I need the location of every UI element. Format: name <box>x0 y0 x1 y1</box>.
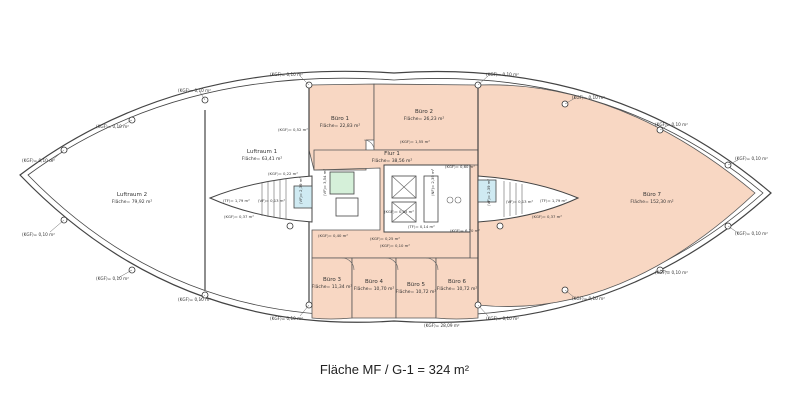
buero5-zone <box>395 257 437 319</box>
kgf-tag: (KGF)= 0,10 m² <box>96 124 129 129</box>
kgf-tag: (KGF)= 0,10 m² <box>735 231 768 236</box>
interior-tag: (KGF)= 0,37 m² <box>224 214 254 219</box>
room-area-buero2: Fläche= 26,23 m² <box>404 116 445 122</box>
interior-tag: (KGF)= 0,10 m² <box>380 243 410 248</box>
kgf-tag: (KGF)= 0,10 m² <box>270 316 303 321</box>
small-core-room <box>335 197 359 217</box>
interior-tag: (VF)= 0,13 m² <box>258 198 285 203</box>
room-area-buero4: Fläche= 10,70 m² <box>354 286 395 292</box>
room-name-luftraum2: Luftraum 2 <box>117 192 147 198</box>
kgf-tag: (KGF)= 0,10 m² <box>572 95 605 100</box>
kgf-tags: (KGF)= 0,10 m² (KGF)= 0,10 m² (KGF)= 0,1… <box>22 72 768 328</box>
floor-plan: Luftraum 2 Fläche= 79,92 m² Luftraum 1 F… <box>19 70 772 328</box>
room-name-buero1: Büro 1 <box>331 116 349 122</box>
room-area-buero1: Fläche= 22,83 m² <box>320 123 361 129</box>
interior-tag: (VF)= 2,39 m² <box>486 179 491 206</box>
kgf-tag: (KGF)= 0,10 m² <box>735 156 768 161</box>
room-name-buero5: Büro 5 <box>407 282 426 288</box>
interior-tag: (KGF)= 0,05 m² <box>384 209 414 214</box>
room-name-buero3: Büro 3 <box>323 277 342 283</box>
kgf-tag: (KGF)= 0,10 m² <box>96 276 129 281</box>
interior-tag: (KGF)= 6,70 m² <box>450 228 480 233</box>
kgf-tag: (KGF)= 0,10 m² <box>22 158 55 163</box>
room-name-buero6: Büro 6 <box>448 279 467 285</box>
interior-tag: (KGF)= 0,25 m² <box>370 236 400 241</box>
kgf-tag: (KGF)= 0,10 m² <box>486 316 519 321</box>
room-name-buero2: Büro 2 <box>415 109 433 115</box>
stair-right <box>477 179 497 203</box>
outer-wall-inner <box>27 77 764 316</box>
interior-tags: (KGF)= 0,52 m² (KGF)= 0,22 m² (TF)= 1,79… <box>223 127 567 248</box>
room-area-buero3: Fläche= 11,34 m² <box>312 284 353 290</box>
kgf-tag: (KGF)= 0,10 m² <box>178 297 211 302</box>
door-arc <box>425 257 439 271</box>
kgf-tag: (KGF)= 0,10 m² <box>22 232 55 237</box>
shaft <box>423 175 439 223</box>
interior-tag: (KGF)= 0,37 m² <box>532 214 562 219</box>
door-arc <box>363 139 375 151</box>
interior-tag: (KGF)= 0,40 m² <box>318 233 348 238</box>
interior-tag: (VF)= 3,54 m² <box>322 169 327 196</box>
interior-tag: (KGF)= 0,22 m² <box>268 171 298 176</box>
interior-tag: (KGF)= 1,55 m² <box>400 139 430 144</box>
buero6-zone <box>435 257 479 320</box>
kgf-tag-buero: (KGF)= 28,09 m² <box>424 323 460 328</box>
room-area-luftraum2: Fläche= 79,92 m² <box>112 199 153 205</box>
interior-tag: (TF)= 1,79 m² <box>540 198 567 203</box>
room-name-buero7: Büro 7 <box>643 192 662 198</box>
room-area-luftraum1: Fläche= 63,41 m² <box>242 156 283 162</box>
room-area-buero5: Fläche= 10,72 m² <box>396 289 437 295</box>
kgf-tag: (KGF)= 0,10 m² <box>178 88 211 93</box>
interior-tag: (VF)= 2,39 m² <box>298 177 303 204</box>
room-name-luftraum1: Luftraum 1 <box>247 149 277 155</box>
stair-left <box>293 185 313 209</box>
kgf-tag: (KGF)= 0,10 m² <box>486 72 519 77</box>
interior-tag: (KGF)= 0,60 m² <box>445 164 475 169</box>
interior-tag: (KGF)= 0,52 m² <box>278 127 308 132</box>
door-arc <box>341 257 355 271</box>
floor-area-caption: Fläche MF / G-1 = 324 m² <box>319 362 470 377</box>
room-area-buero6: Fläche= 10,72 m² <box>437 286 478 292</box>
kgf-tag: (KGF)= 0,10 m² <box>270 72 303 77</box>
kgf-tag: (KGF)= 0,10 m² <box>655 270 688 275</box>
stair-treads-left <box>261 178 287 220</box>
room-area-flur1: Fläche= 38,56 m² <box>372 158 413 164</box>
stair-treads-right <box>503 181 523 217</box>
wc-left <box>329 171 355 195</box>
room-name-buero4: Büro 4 <box>365 279 384 285</box>
interior-tag: (TF)= 0,14 m² <box>408 224 435 229</box>
interior-tag: (VF)= 0,13 m² <box>506 199 533 204</box>
kgf-tag: (KGF)= 0,10 m² <box>655 122 688 127</box>
room-name-flur1: Flur 1 <box>384 151 400 157</box>
room-area-buero7: Fläche= 152,30 m² <box>630 199 673 205</box>
corridor-right <box>477 175 580 223</box>
interior-tag: (NF)= 2,39 m² <box>430 168 435 196</box>
buero7-zone <box>469 84 756 307</box>
tag-leaders <box>49 75 739 317</box>
interior-tag: (TF)= 1,79 m² <box>223 198 250 203</box>
door-arc <box>385 257 399 271</box>
kgf-tag: (KGF)= 0,10 m² <box>572 296 605 301</box>
